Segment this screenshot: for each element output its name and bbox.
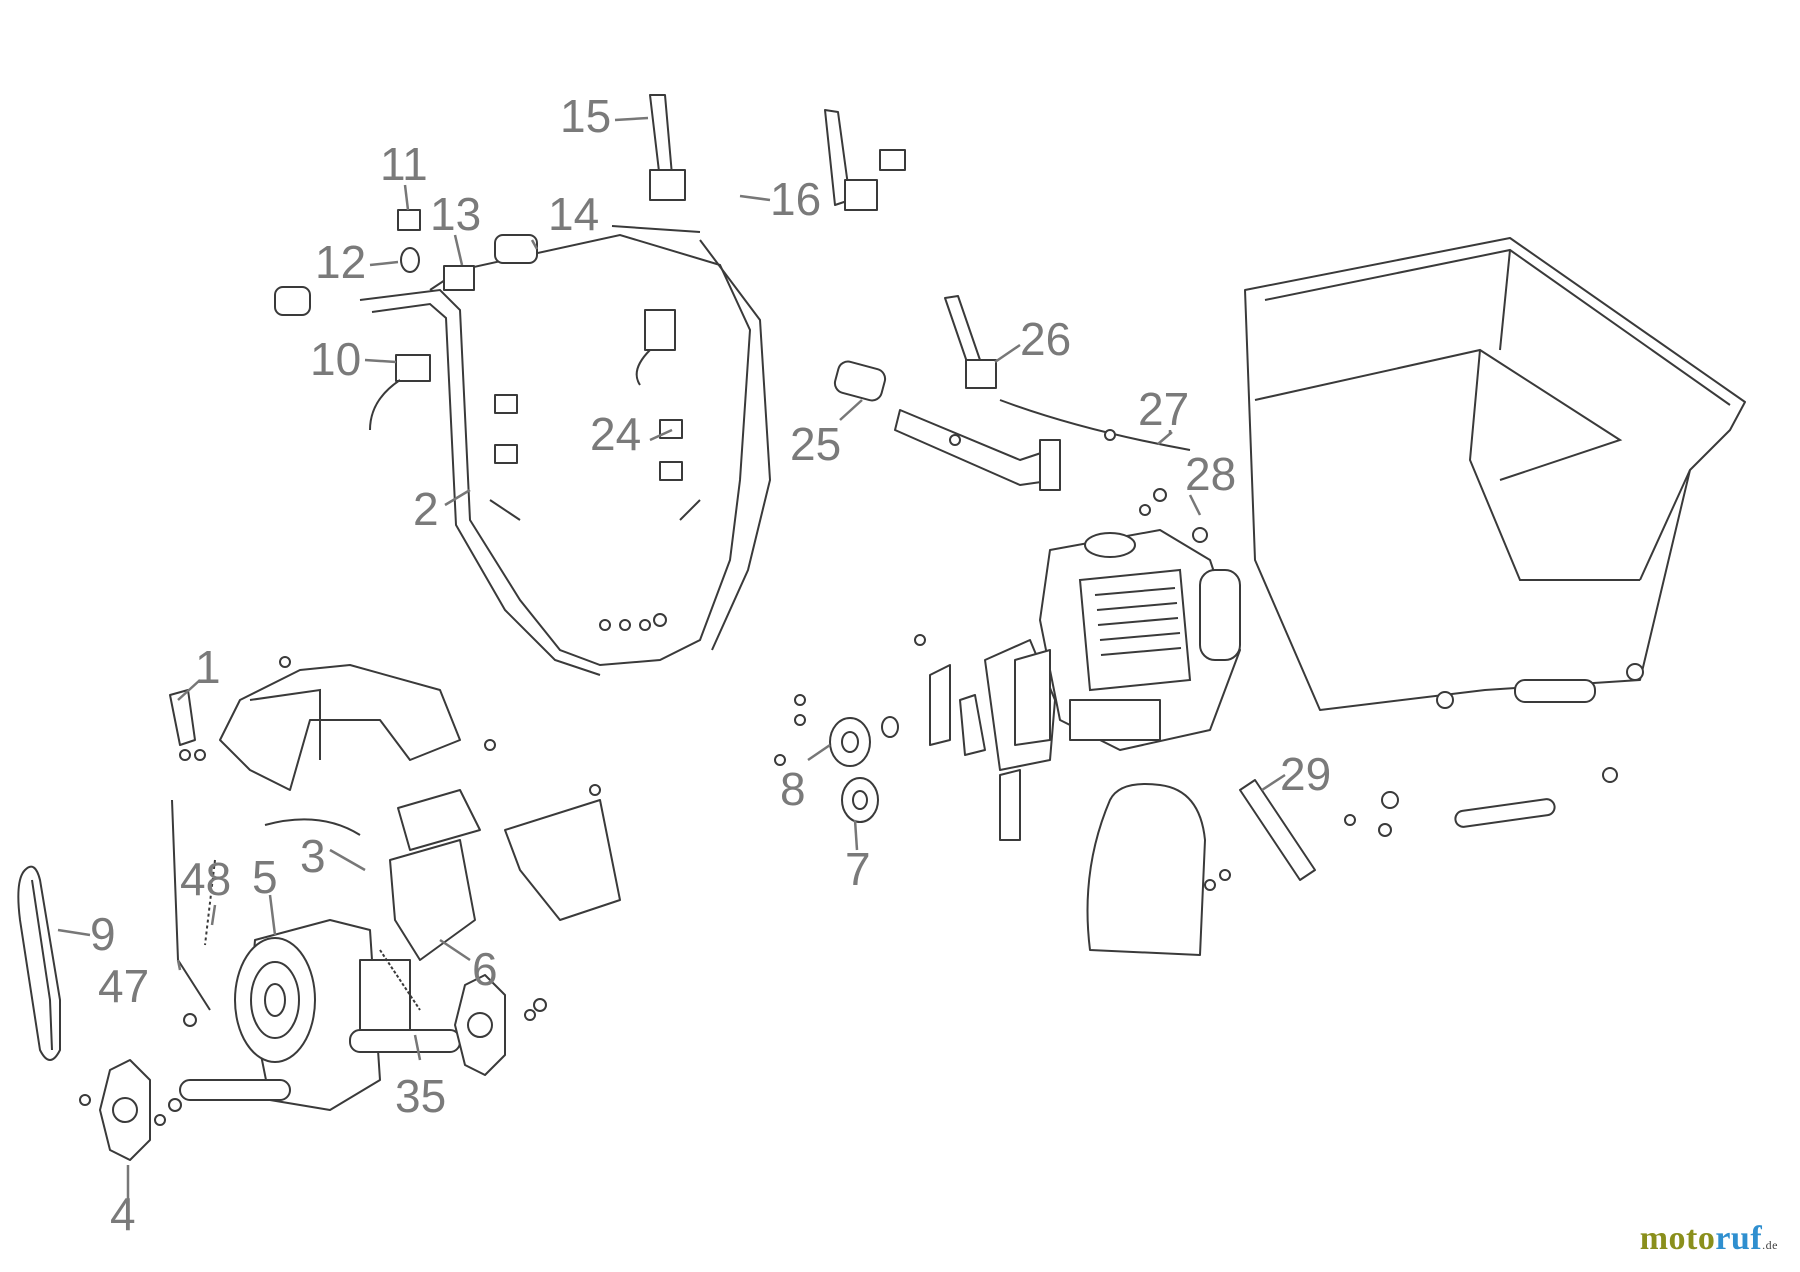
engine-mount <box>929 639 1056 841</box>
chassis-frame <box>169 664 461 791</box>
callout-24: 24 <box>590 408 641 460</box>
callout-26: 26 <box>1020 313 1071 365</box>
watermark-logo: motoruf.de <box>1640 1220 1778 1258</box>
callout-16: 16 <box>770 173 821 225</box>
callout-4: 4 <box>110 1188 136 1240</box>
callout-3: 3 <box>300 830 326 882</box>
fasteners <box>79 429 1399 1126</box>
callout-6: 6 <box>472 943 498 995</box>
handlebar-frame <box>359 225 772 676</box>
drive-belt <box>17 865 61 1061</box>
callout-48: 48 <box>180 853 231 905</box>
callout-2: 2 <box>413 483 439 535</box>
logo-text-part2: ruf <box>1715 1220 1763 1257</box>
gearbox <box>179 919 461 1111</box>
callout-11: 11 <box>380 138 428 190</box>
engine <box>1039 529 1241 751</box>
callout-29: 29 <box>1280 748 1331 800</box>
belt-cover <box>1086 783 1206 956</box>
callout-14: 14 <box>548 188 599 240</box>
mounting-plates <box>389 789 621 961</box>
sprocket-wheels <box>99 974 506 1161</box>
grips <box>274 234 887 402</box>
callout-7: 7 <box>845 843 871 895</box>
lift-handle <box>894 399 1191 491</box>
callout-35: 35 <box>395 1070 446 1122</box>
callout-10: 10 <box>310 333 361 385</box>
pulleys <box>829 716 899 823</box>
callout-27: 27 <box>1138 383 1189 435</box>
hopper-bucket <box>1244 237 1746 711</box>
callout-25: 25 <box>790 418 841 470</box>
callout-8: 8 <box>780 763 806 815</box>
callout-13: 13 <box>430 188 481 240</box>
callout-47: 47 <box>98 960 149 1012</box>
logo-text-part1: moto <box>1639 1220 1716 1257</box>
callout-28: 28 <box>1185 448 1236 500</box>
callout-15: 15 <box>560 90 611 142</box>
logo-suffix: .de <box>1762 1238 1778 1252</box>
callout-1: 1 <box>195 641 221 693</box>
callout-12: 12 <box>315 236 366 288</box>
leader-lines <box>57 116 1286 1220</box>
callout-labels: 1 2 3 4 5 6 7 8 9 10 11 12 13 14 15 16 2… <box>90 90 1331 1240</box>
callout-5: 5 <box>252 851 278 903</box>
callout-9: 9 <box>90 908 116 960</box>
gas-strut <box>1239 767 1618 881</box>
levers <box>649 94 997 389</box>
